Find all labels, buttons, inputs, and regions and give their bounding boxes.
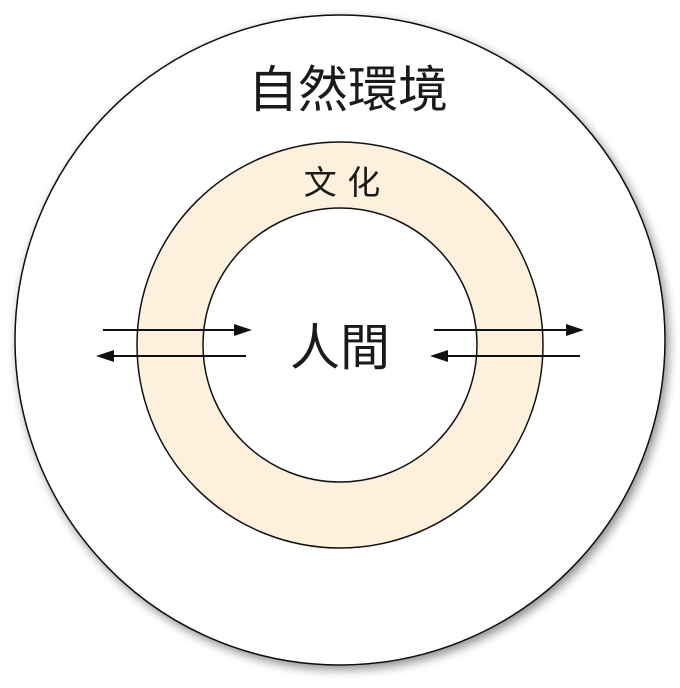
left-arrow-pair	[96, 324, 252, 362]
right-arrow-pair	[430, 324, 584, 362]
center-label: 人間	[290, 319, 390, 377]
right-arrow-outward	[434, 324, 584, 336]
outer-label: 自然環境	[248, 61, 448, 119]
inner-circle-human	[202, 207, 478, 483]
left-arrow-inward	[103, 324, 252, 336]
left-arrow-outward	[96, 350, 246, 362]
right-arrow-inward	[430, 350, 580, 362]
ring-label: 文 化	[304, 163, 381, 202]
